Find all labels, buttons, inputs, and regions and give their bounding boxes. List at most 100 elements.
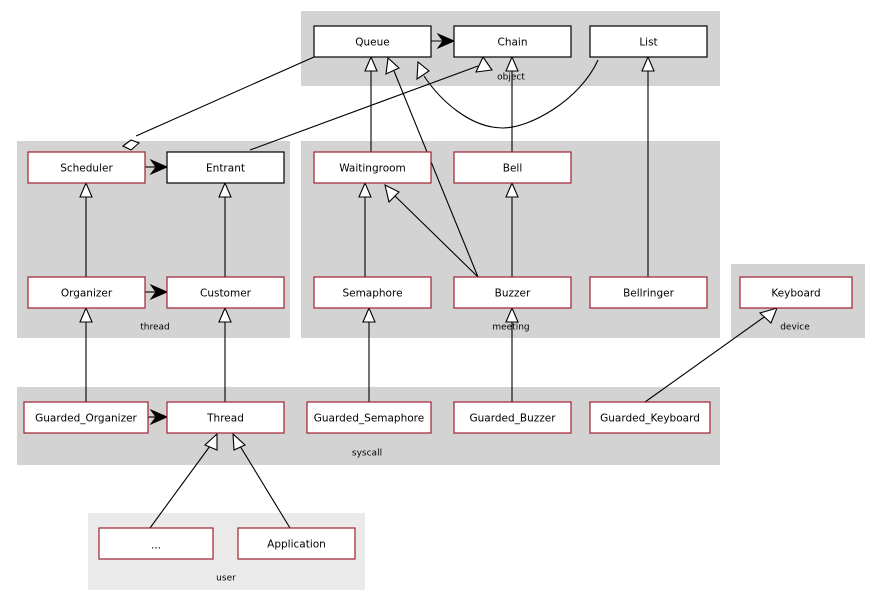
package-object-label: object bbox=[497, 73, 525, 83]
class-guarded-organizer-label: Guarded_Organizer bbox=[35, 413, 137, 425]
class-waitingroom[interactable]: Waitingroom bbox=[313, 151, 432, 184]
class-buzzer-box[interactable] bbox=[453, 276, 572, 309]
class-customer-box[interactable] bbox=[166, 276, 285, 309]
class-ellipsis[interactable]: ... bbox=[98, 527, 214, 560]
class-thread[interactable]: Thread bbox=[166, 401, 285, 434]
class-waitingroom-box[interactable] bbox=[313, 151, 432, 184]
class-bellringer-box[interactable] bbox=[589, 276, 708, 309]
generalization-head-waitingroom-queue bbox=[364, 55, 378, 72]
association-head-guardedorganizer-thread bbox=[149, 408, 169, 426]
generalization-head-entrant-chain bbox=[475, 55, 493, 73]
class-buzzer[interactable]: Buzzer bbox=[453, 276, 572, 309]
class-organizer[interactable]: Organizer bbox=[27, 276, 146, 309]
class-chain[interactable]: Chain bbox=[453, 25, 572, 58]
association-head-queue-chain bbox=[436, 32, 456, 50]
class-guarded-buzzer[interactable]: Guarded_Buzzer bbox=[453, 401, 572, 434]
package-syscall-label: syscall bbox=[352, 449, 382, 459]
class-queue[interactable]: Queue bbox=[313, 25, 432, 58]
generalization-head-thread-customer bbox=[218, 306, 232, 323]
class-application[interactable]: Application bbox=[237, 527, 356, 560]
package-meeting-label: meeting bbox=[492, 323, 529, 333]
class-guarded-buzzer-box[interactable] bbox=[453, 401, 572, 434]
class-organizer-box[interactable] bbox=[27, 276, 146, 309]
class-list-box[interactable] bbox=[589, 25, 708, 58]
class-scheduler[interactable]: Scheduler bbox=[27, 151, 146, 184]
class-bellringer[interactable]: Bellringer bbox=[589, 276, 708, 309]
class-guarded-organizer-box[interactable] bbox=[23, 401, 149, 434]
class-list-label: List bbox=[639, 37, 657, 49]
class-queue-label: Queue bbox=[355, 37, 390, 49]
class-customer[interactable]: Customer bbox=[166, 276, 285, 309]
generalization-head-semaphore-waitingroom bbox=[358, 181, 372, 198]
generalization-head-guardedkeyboard-keyboard bbox=[758, 307, 778, 324]
edge-scheduler-queue bbox=[135, 56, 315, 137]
class-buzzer-label: Buzzer bbox=[495, 288, 531, 300]
class-guarded-keyboard[interactable]: Guarded_Keyboard bbox=[589, 401, 711, 434]
edge-entrant-chain bbox=[249, 65, 479, 151]
generalization-head-bellringer-list bbox=[641, 55, 655, 72]
generalization-head-guardedbuzzer-buzzer bbox=[505, 306, 519, 323]
relations-layer bbox=[79, 32, 778, 529]
class-thread-label: Thread bbox=[206, 413, 244, 425]
class-bell[interactable]: Bell bbox=[453, 151, 572, 184]
class-bellringer-label: Bellringer bbox=[623, 288, 675, 300]
class-thread-box[interactable] bbox=[166, 401, 285, 434]
class-list[interactable]: List bbox=[589, 25, 708, 58]
generalization-head-customer-entrant bbox=[218, 181, 232, 198]
generalization-head-guardedorganizer-organizer bbox=[79, 306, 93, 323]
edge-chain-list-curve bbox=[423, 59, 599, 129]
class-waitingroom-label: Waitingroom bbox=[339, 163, 406, 175]
generalization-head-buzzer-waitingroom bbox=[384, 183, 400, 204]
generalization-head-guardedsemaphore-semaphore bbox=[362, 306, 376, 323]
class-scheduler-box[interactable] bbox=[27, 151, 146, 184]
class-guarded-organizer[interactable]: Guarded_Organizer bbox=[23, 401, 149, 434]
class-chain-box[interactable] bbox=[453, 25, 572, 58]
class-entrant[interactable]: Entrant bbox=[166, 151, 285, 184]
class-keyboard[interactable]: Keyboard bbox=[739, 276, 853, 309]
class-queue-box[interactable] bbox=[313, 25, 432, 58]
class-keyboard-box[interactable] bbox=[739, 276, 853, 309]
class-guarded-buzzer-label: Guarded_Buzzer bbox=[469, 413, 556, 425]
package-thread-label: thread bbox=[140, 323, 170, 333]
aggregation-diamond-scheduler bbox=[121, 139, 141, 151]
class-semaphore-box[interactable] bbox=[313, 276, 432, 309]
class-ellipsis-box[interactable] bbox=[98, 527, 214, 560]
class-bell-box[interactable] bbox=[453, 151, 572, 184]
generalization-head-ellipsis-thread bbox=[203, 432, 218, 451]
association-head-organizer-customer bbox=[149, 283, 169, 301]
generalization-head-application-thread bbox=[232, 432, 246, 451]
class-ellipsis-label: ... bbox=[151, 540, 161, 552]
class-guarded-keyboard-label: Guarded_Keyboard bbox=[600, 413, 700, 425]
edge-buzzer-waitingroom bbox=[394, 195, 479, 278]
generalization-head-bell-chain bbox=[505, 55, 519, 72]
class-guarded-semaphore-label: Guarded_Semaphore bbox=[314, 413, 424, 425]
class-application-box[interactable] bbox=[237, 527, 356, 560]
edge-guardedkeyboard-keyboard bbox=[644, 314, 768, 403]
class-bell-label: Bell bbox=[503, 163, 523, 175]
package-device-label: device bbox=[780, 323, 810, 333]
class-guarded-semaphore-box[interactable] bbox=[306, 401, 432, 434]
class-semaphore[interactable]: Semaphore bbox=[313, 276, 432, 309]
class-application-label: Application bbox=[267, 539, 326, 551]
package-user-label: user bbox=[216, 574, 236, 584]
edge-application-thread bbox=[239, 445, 291, 529]
class-organizer-label: Organizer bbox=[61, 288, 113, 300]
class-guarded-semaphore[interactable]: Guarded_Semaphore bbox=[306, 401, 432, 434]
class-keyboard-label: Keyboard bbox=[771, 288, 820, 300]
class-semaphore-label: Semaphore bbox=[342, 288, 402, 300]
edge-ellipsis-thread bbox=[149, 445, 211, 529]
class-chain-label: Chain bbox=[498, 37, 528, 49]
edge-buzzer-queue bbox=[393, 70, 479, 278]
class-customer-label: Customer bbox=[200, 288, 252, 300]
generalization-head-buzzer-queue bbox=[385, 56, 400, 75]
class-scheduler-label: Scheduler bbox=[60, 163, 113, 175]
class-entrant-box[interactable] bbox=[166, 151, 285, 184]
association-head-scheduler-entrant bbox=[149, 158, 169, 176]
class-guarded-keyboard-box[interactable] bbox=[589, 401, 711, 434]
generalization-head-buzzer-bell bbox=[505, 181, 519, 198]
generalization-head-chain-list bbox=[416, 60, 430, 81]
generalization-head-organizer-scheduler bbox=[79, 181, 93, 198]
classes-layer: Queue Chain List Scheduler Entrant Organ… bbox=[23, 25, 853, 560]
